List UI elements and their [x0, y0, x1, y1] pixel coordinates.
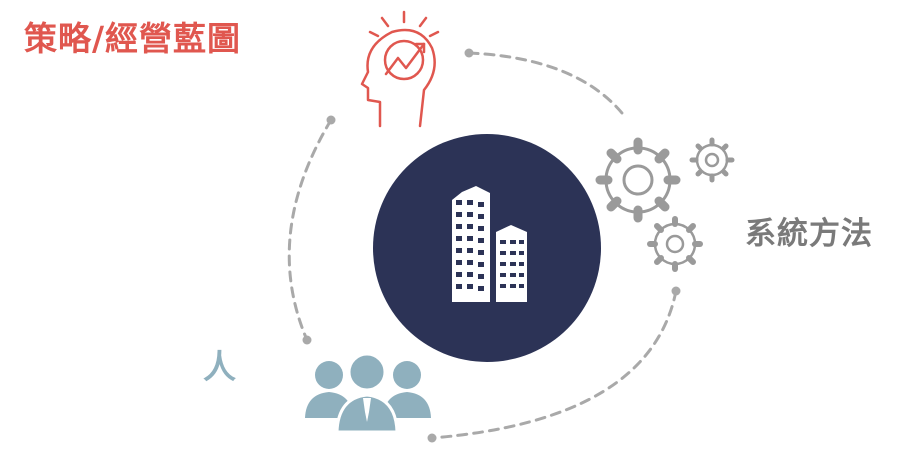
people-label: 人	[203, 347, 237, 386]
people-group-icon	[305, 352, 431, 434]
ring-arc-top-right	[467, 51, 628, 120]
head-with-growth-chart-icon	[360, 10, 440, 128]
office-buildings-icon	[452, 186, 527, 302]
strategy-blueprint-label: 策略/經營藍圖	[24, 19, 242, 58]
system-method-label: 系統方法	[745, 216, 873, 252]
person-right-icon	[383, 361, 431, 418]
gears-icon	[595, 137, 735, 272]
ring-dots	[302, 48, 681, 443]
ring-arc-left	[287, 118, 333, 342]
small-gear-icon	[689, 137, 735, 183]
ring-arc-bottom-right	[430, 289, 678, 440]
dashed-ring	[287, 51, 678, 440]
large-gear-icon	[595, 137, 681, 223]
person-center-icon	[335, 352, 399, 434]
medium-gear-icon	[647, 216, 703, 272]
